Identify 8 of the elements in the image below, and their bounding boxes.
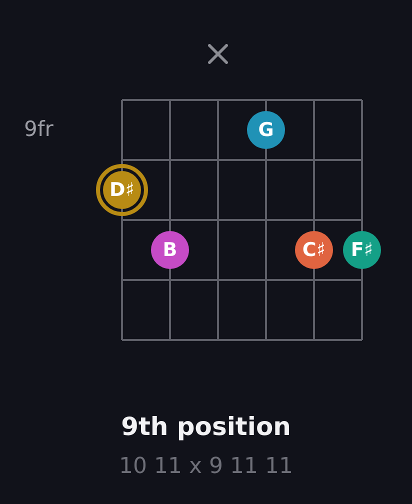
note-circle: G	[247, 111, 285, 149]
note-circle: F♯	[343, 231, 381, 269]
fingering-label: 10 11 x 9 11 11	[119, 454, 293, 480]
note-circle: B	[151, 231, 189, 269]
note-circle: C♯	[295, 231, 333, 269]
fret-number-label: 9fr	[24, 117, 54, 142]
root-note-circle: D♯	[96, 164, 148, 216]
chord-title: 9th position	[121, 412, 291, 442]
